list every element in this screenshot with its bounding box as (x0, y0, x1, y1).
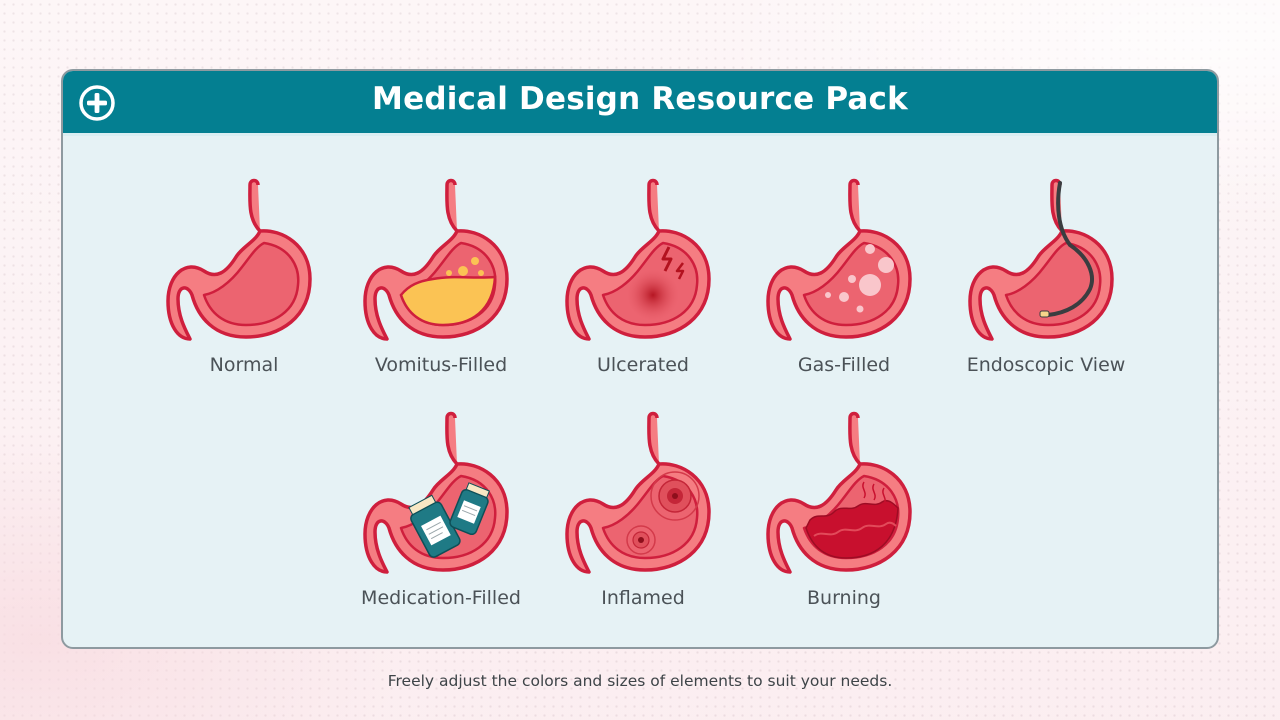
stomach-ulcer-icon (565, 178, 711, 341)
item-label: Vomitus-Filled (374, 354, 508, 376)
stomach-burning-icon (766, 411, 912, 574)
item-label: Normal (209, 354, 279, 376)
page-title: Medical Design Resource Pack (372, 81, 908, 117)
item-label: Endoscopic View (966, 354, 1126, 376)
resource-card: Medical Design Resource Pack (61, 69, 1219, 649)
stomach-normal-item[interactable]: Normal (144, 175, 344, 378)
item-label: Ulcerated (597, 354, 689, 376)
stomach-inflamed-icon (565, 411, 711, 574)
stomach-medication-icon (363, 411, 509, 574)
plus-circle-icon[interactable] (77, 83, 117, 123)
card-header: Medical Design Resource Pack (63, 71, 1217, 136)
stomach-gas-icon (766, 178, 912, 341)
stomach-inflamed-item[interactable]: Inflamed (543, 408, 743, 611)
stomach-endoscope-icon (968, 178, 1114, 341)
footer-note: Freely adjust the colors and sizes of el… (387, 672, 893, 690)
item-label: Inflamed (601, 587, 685, 609)
stomach-endoscope-item[interactable]: Endoscopic View (946, 175, 1146, 378)
stomach-vomitus-icon (363, 178, 509, 341)
stomach-vomitus-item[interactable]: Vomitus-Filled (341, 175, 541, 378)
item-label: Burning (807, 587, 881, 609)
stomach-normal-icon (166, 178, 312, 341)
stomach-medication-item[interactable]: Medication-Filled (341, 408, 541, 611)
stomach-ulcer-item[interactable]: Ulcerated (543, 175, 743, 378)
item-label: Medication-Filled (361, 587, 521, 609)
item-label: Gas-Filled (797, 354, 891, 376)
stomach-burning-item[interactable]: Burning (744, 408, 944, 611)
stomach-gas-item[interactable]: Gas-Filled (744, 175, 944, 378)
